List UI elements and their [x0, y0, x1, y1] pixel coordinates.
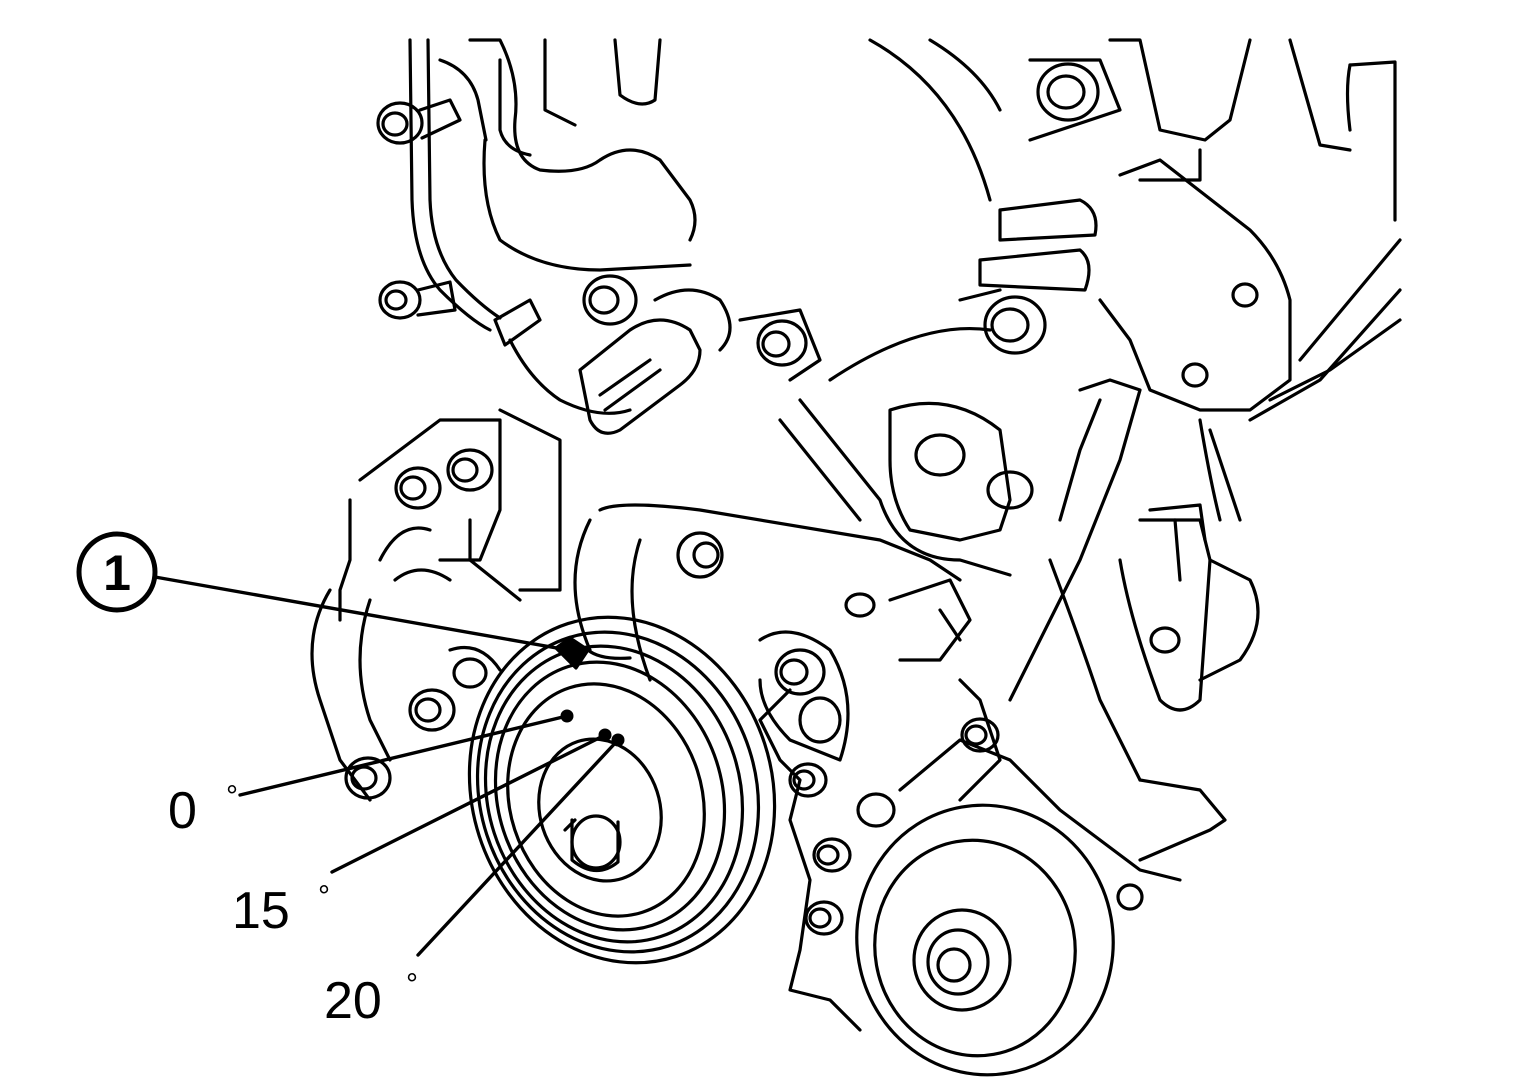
engine-line-art [310, 38, 1402, 1077]
mark-dot-0 [560, 709, 574, 723]
idler-pulley [855, 803, 1115, 1077]
bolt-idler-upper [960, 717, 1000, 753]
bolt-center-right [983, 295, 1047, 355]
right-bracket [1098, 158, 1292, 412]
angle-label-0: 0 [168, 782, 197, 840]
pulley-bolt [570, 814, 622, 870]
bolt-center-upper [756, 319, 808, 367]
bolt-pulley-right-b [788, 762, 828, 798]
engine-block-plate [888, 401, 1012, 542]
sensor-connector [578, 318, 702, 435]
mark-dot-15 [598, 728, 612, 742]
oil-pump-body [758, 630, 850, 762]
bolt-mid-left [378, 280, 422, 320]
idler-bracket [1008, 378, 1142, 702]
right-pipes [1248, 288, 1402, 422]
bolt-mount-b [446, 448, 494, 492]
leader-0-deg [238, 714, 569, 797]
bolt-top-left [376, 101, 424, 145]
harness-clip [493, 298, 542, 347]
angle-unit-20: ° [406, 968, 418, 1001]
mark-dot-20 [611, 733, 625, 747]
bolt-pulley-right-e [856, 792, 896, 828]
angle-label-20: 20 [324, 972, 382, 1030]
angle-label-15: 15 [232, 882, 290, 940]
callout-leader-line [153, 575, 570, 652]
bolt-top-right [1036, 62, 1100, 122]
bolt-mount-a [394, 466, 442, 510]
bolt-lower-left [408, 688, 456, 732]
timing-cover-lower [598, 503, 962, 582]
callout-1: 1 [76, 531, 570, 652]
lower-left-bracket [310, 588, 372, 802]
leader-15-deg [330, 733, 607, 874]
bolt-pulley-right-a [774, 648, 826, 696]
angle-unit-15: ° [318, 880, 330, 913]
timing-cover-arc [868, 38, 992, 202]
leader-20-deg [416, 738, 620, 957]
callout-number: 1 [103, 545, 131, 601]
bolt-timing-cover [676, 531, 724, 579]
harness-tube [408, 38, 492, 332]
bolt-pulley-right-c [812, 837, 852, 873]
callout-circle [76, 531, 158, 613]
cylinder-head-outline [468, 38, 697, 242]
angle-unit-0: ° [226, 780, 238, 813]
angle-markers: 0 ° 15 ° 20 ° [168, 709, 625, 1030]
left-mount [358, 418, 502, 562]
